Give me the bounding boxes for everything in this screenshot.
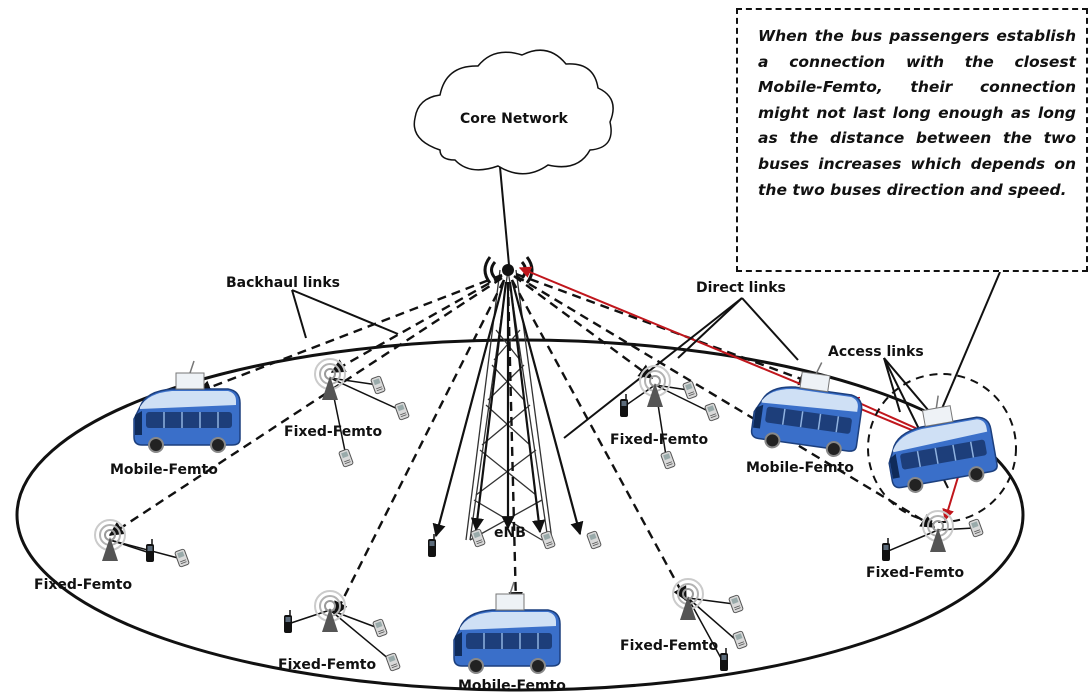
fixed-femto-label: Fixed-Femto (620, 638, 718, 654)
fixed-femto-icon (94, 519, 126, 562)
fixed-femto-icon (314, 590, 346, 633)
backhaul-links-label: Backhaul links (226, 275, 340, 291)
direct-links (432, 279, 584, 538)
enb-label: eNB (494, 525, 526, 541)
access-links-label: Access links (828, 344, 924, 360)
fixed-femto-icon (922, 510, 954, 553)
fixed-femto-label: Fixed-Femto (866, 565, 964, 581)
core-to-enb-link (499, 166, 510, 266)
fixed-femto-label: Fixed-Femto (278, 657, 376, 673)
callout-text: When the bus passengers establish a conn… (758, 27, 1076, 199)
fixed-femto-label: Fixed-Femto (34, 577, 132, 593)
fixed-femto-label: Fixed-Femto (284, 424, 382, 440)
mobile-femto-label: Mobile-Femto (746, 460, 854, 476)
fixed-femto-label: Fixed-Femto (610, 432, 708, 448)
direct-links-label: Direct links (696, 280, 786, 296)
mobile-femto-bus (453, 581, 561, 674)
core-network-cloud (413, 49, 614, 175)
mobile-femto-label: Mobile-Femto (110, 462, 218, 478)
callout-box: When the bus passengers establish a conn… (736, 8, 1088, 272)
core-network-label: Core Network (460, 111, 569, 127)
mobile-femto-label: Mobile-Femto (458, 678, 566, 694)
